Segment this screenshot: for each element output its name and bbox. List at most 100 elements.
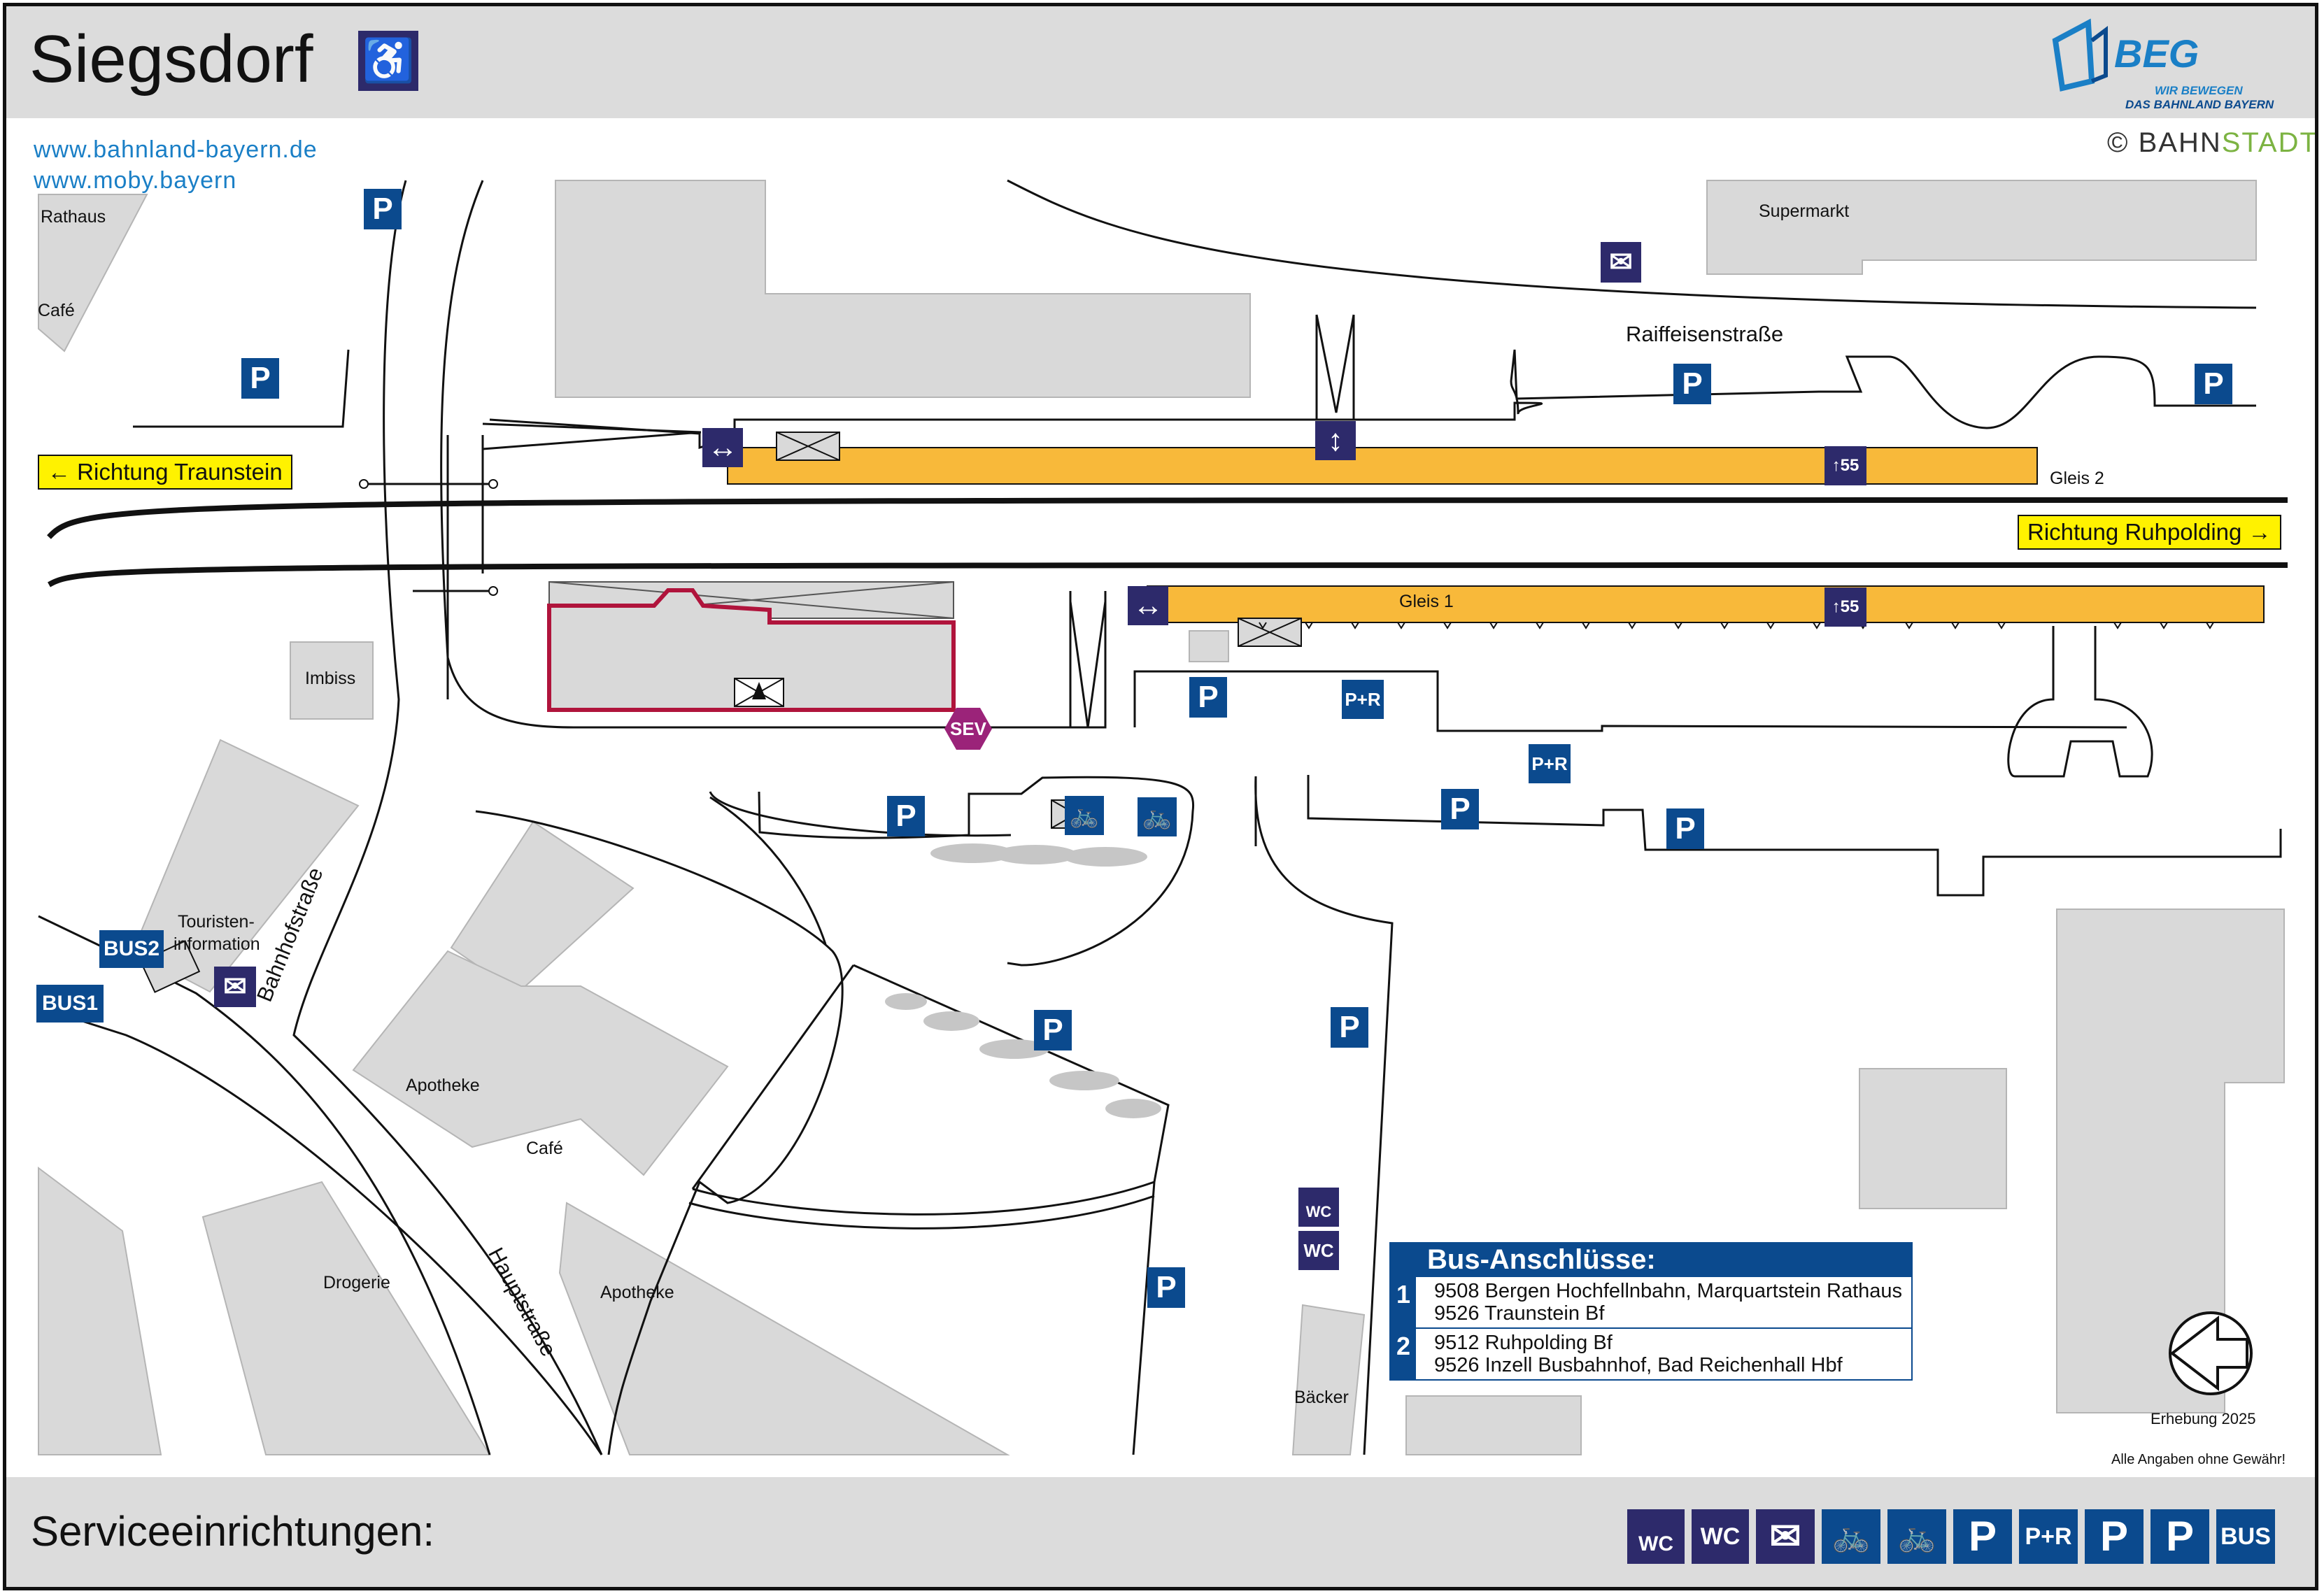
road-bahnhofstrasse-west [292,180,603,1455]
building-bottom-right [1405,1395,1582,1455]
ramp-gleis1-1 [1069,601,1107,728]
building-touristinfo [132,739,360,993]
bus-connections-title: Bus-Anschlüsse: [1389,1242,1913,1277]
copyright-symbol: © [2107,127,2130,158]
road-bahnhofstrasse-bottom-e [38,1006,603,1455]
road-parking-south [853,964,1170,1455]
platform-height-gleis2-icon: ↑55 [1825,446,1866,485]
gleis-1-label: Gleis 1 [1399,592,1454,611]
label-touristinfo-1: Touristen- [178,912,255,932]
mail-icon: ✉ [214,967,256,1007]
road-footpath [692,1181,1155,1216]
link-list: www.bahnland-bayern.de www.moby.bayern [34,134,318,196]
parking-time-icon: P [1189,677,1227,718]
bus-connection-row: 1 9508 Bergen Hochfellnbahn, Marquartste… [1389,1277,1913,1329]
bus-stop-number: 2 [1391,1329,1416,1379]
bus-label: BUS [41,992,87,1015]
ramp-north-3 [1315,314,1355,413]
platform-height-gleis1-icon: ↑55 [1825,587,1866,627]
road-south-lot [475,810,844,1455]
parking-time-icon: P [887,796,925,836]
map-frame [3,3,2318,1590]
parking-icon: P [2195,364,2232,404]
platform-gleis1 [1147,585,2265,623]
survey-date: Erhebung 2025 [2151,1410,2256,1427]
stairs-north-icon: ↕ [1315,421,1356,460]
building-baecker [1291,1304,1366,1455]
track-north [47,497,2288,539]
building-supermarkt [1706,180,2257,275]
bus-icon: BUS [2216,1509,2275,1564]
wheelchair-icon: ♿ [358,31,418,91]
beg-tagline-2: DAS BAHNLAND BAYERN [2125,98,2274,111]
label-touristinfo-2: information [173,934,260,954]
direction-traunstein-label: Richtung Traunstein [77,459,283,485]
building-right-1 [1859,1068,2007,1209]
platform-height-gleis1: 55 [1840,597,1859,616]
arrow-left-icon: ← [48,459,71,485]
track-south [48,562,2288,587]
underpass-entry-icon [734,678,784,707]
bus-line: 9526 Inzell Busbahnhof, Bad Reichenhall … [1434,1354,1843,1376]
mail-icon: ✉ [1601,242,1641,283]
building-small-square [1189,630,1229,662]
footer-title: Serviceeinrichtungen: [31,1508,435,1555]
wc-icon: WC [1298,1231,1339,1270]
building-apotheke-2 [558,1202,1010,1455]
parking-time-icon: P [1147,1267,1185,1308]
bus-stop-2-icon: BUS2 [99,930,164,968]
wc-accessible-icon: WC [1627,1509,1685,1564]
road-left-top [133,349,350,428]
platform-height-gleis2: 55 [1840,456,1859,475]
direction-ruhpolding-label: Richtung Ruhpolding [2027,519,2242,545]
building-apotheke-block [352,950,729,1176]
road-mid-south [709,791,1012,837]
road-footpath-2 [688,1195,1155,1230]
stairs-gleis1-icon: ↔ [1128,586,1168,625]
disclaimer: Alle Angaben ohne Gewähr! [2111,1452,2286,1467]
direction-ruhpolding: Richtung Ruhpolding → [2018,515,2281,550]
label-rathaus: Rathaus [41,207,106,227]
label-imbiss: Imbiss [305,669,356,688]
bike-icon: 🚲 [1138,797,1177,836]
road-east-lot-north [1133,670,2127,732]
building-imbiss [290,641,374,720]
link-bahnland[interactable]: www.bahnland-bayern.de [34,136,318,163]
ramp-left-top-1 [482,422,702,434]
label-supermarkt: Supermarkt [1759,201,1850,221]
road-underpass-east [2007,626,2153,778]
parking-time-icon: P [2085,1509,2144,1564]
parking-icon: P [1953,1509,2012,1564]
label-apotheke-2: Apotheke [600,1283,674,1302]
wc-accessible-icon: WC [1298,1188,1339,1227]
copyright-stadt: STADT [2221,127,2318,158]
road-east-column [1254,776,1394,1455]
bus-connections-panel: Bus-Anschlüsse: 1 9508 Bergen Hochfellnb… [1389,1242,1913,1396]
bus-stop-number: 2 [148,937,160,960]
bus-stop-number: 1 [1391,1277,1416,1327]
building-left-bottom [38,1167,162,1455]
road-raiffeisen-north [1007,179,2257,309]
label-apotheke-1: Apotheke [406,1076,480,1095]
bus-stop-number: 1 [86,992,99,1015]
parking-time-icon: P [241,358,279,399]
label-baecker: Bäcker [1294,1388,1349,1407]
platform-edge-marks [1259,622,2214,629]
mail-icon: ✉ [1756,1509,1815,1564]
bus-line: 9508 Bergen Hochfellnbahn, Marquartstein… [1434,1280,1903,1302]
bus-line: 9526 Traunstein Bf [1434,1302,1605,1325]
road-lot-west-edge [709,796,827,945]
ev-charging-icon: P [1666,808,1704,849]
road-bahnhofstrasse-bottom-w [38,915,491,1455]
road-raiffeisen-south [489,349,2256,450]
gleis-2-label: Gleis 2 [2050,469,2104,488]
ramp-left-top-2 [482,431,702,450]
label-raiffeisenstrasse: Raiffeisenstraße [1626,322,1784,346]
station-building [547,588,956,712]
building-north-block [555,180,1251,398]
beg-logo [2052,18,2108,92]
ev-charging-icon: P [2151,1509,2209,1564]
link-moby[interactable]: www.moby.bayern [34,167,237,194]
north-arrow [2169,1311,2253,1395]
copyright: © BAHNSTADT [2107,127,2318,159]
